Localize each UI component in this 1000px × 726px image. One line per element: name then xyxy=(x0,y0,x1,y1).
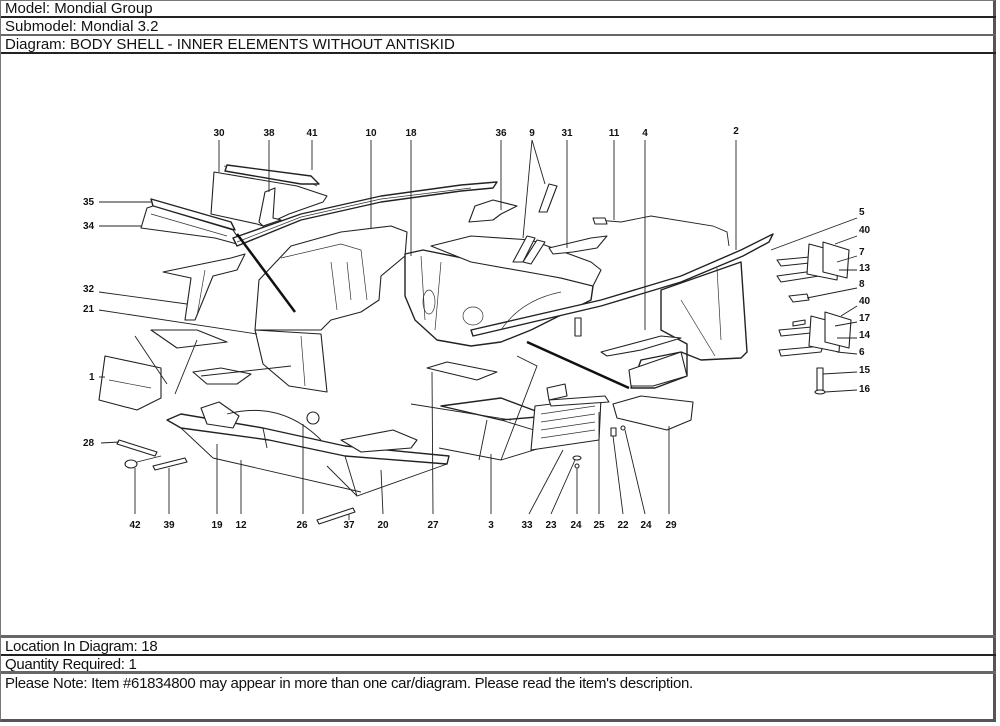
callout-30: 30 xyxy=(213,128,225,139)
part-10-roof-rail xyxy=(232,181,498,247)
part-18-inner-arch xyxy=(404,235,602,347)
callout-19: 19 xyxy=(211,520,223,531)
note-row: Please Note: Item #61834800 may appear i… xyxy=(1,675,996,721)
callout-9: 9 xyxy=(529,128,535,139)
diagram-title: Diagram: BODY SHELL - INNER ELEMENTS WIT… xyxy=(5,36,455,53)
callout-38: 38 xyxy=(263,128,275,139)
part-9-straps xyxy=(512,183,558,265)
callout-34: 34 xyxy=(83,221,95,232)
part-36-bracket xyxy=(468,199,518,223)
callout-37: 37 xyxy=(343,520,355,531)
callout-7: 7 xyxy=(859,247,865,258)
part-8-clip xyxy=(788,293,810,303)
callout-6: 6 xyxy=(859,347,865,358)
callout-8: 8 xyxy=(859,279,865,290)
callout-26: 26 xyxy=(296,520,308,531)
submodel-label: Submodel: Mondial 3.2 xyxy=(5,18,159,35)
diagram-title-row: Diagram: BODY SHELL - INNER ELEMENTS WIT… xyxy=(1,36,996,54)
part-28-42-39-37-bars xyxy=(116,439,356,525)
location-row: Location In Diagram: 18 xyxy=(1,638,996,656)
part-22-23-24-fasteners xyxy=(572,425,626,469)
quantity-row: Quantity Required: 1 xyxy=(1,656,996,674)
callout-24: 24 xyxy=(570,520,582,531)
callout-18: 18 xyxy=(405,128,417,139)
callout-10: 10 xyxy=(365,128,377,139)
exploded-body-shell-drawing: 30 38 41 10 18 36 9 31 11 4 2 35 34 5 40… xyxy=(83,126,871,531)
callout-32: 32 xyxy=(83,284,95,295)
callout-31: 31 xyxy=(561,128,573,139)
parts-diagram: 30 38 41 10 18 36 9 31 11 4 2 35 34 5 40… xyxy=(1,54,996,638)
callout-16: 16 xyxy=(859,384,871,395)
part-35-34-channel xyxy=(140,198,238,245)
callout-17: 17 xyxy=(859,313,871,324)
callout-28: 28 xyxy=(83,438,95,449)
part-38-bracket xyxy=(258,187,282,227)
callout-40-bottom: 40 xyxy=(859,296,871,307)
callout-15: 15 xyxy=(859,365,871,376)
callout-2: 2 xyxy=(733,126,739,137)
callout-1: 1 xyxy=(89,372,95,383)
callout-40-top: 40 xyxy=(859,225,871,236)
callout-20: 20 xyxy=(377,520,389,531)
part-11-rod xyxy=(592,215,730,247)
callout-24b: 24 xyxy=(640,520,652,531)
item-note: Please Note: Item #61834800 may appear i… xyxy=(5,675,693,692)
callout-35: 35 xyxy=(83,197,95,208)
callout-14: 14 xyxy=(859,330,871,341)
quantity-required: Quantity Required: 1 xyxy=(5,656,137,673)
callout-33: 33 xyxy=(521,520,533,531)
part-rear-wheelhouse-left xyxy=(254,225,408,393)
part-pillar-32 xyxy=(162,253,246,321)
part-7-13-bracket xyxy=(776,241,850,283)
pointer-line-left xyxy=(235,233,297,313)
part-29-cover xyxy=(612,395,694,431)
part-4-front-panel xyxy=(600,261,748,389)
leader-lines xyxy=(98,139,858,520)
part-2-sill xyxy=(470,233,774,337)
callout-42: 42 xyxy=(129,520,141,531)
callout-11: 11 xyxy=(609,128,620,139)
part-19-20-frame xyxy=(166,401,450,497)
callout-39: 39 xyxy=(163,520,175,531)
callout-27: 27 xyxy=(427,520,439,531)
callout-12: 12 xyxy=(235,520,247,531)
part-33-25-radiator xyxy=(530,383,610,451)
part-31-plate xyxy=(548,235,608,255)
callout-25: 25 xyxy=(593,520,605,531)
callout-29: 29 xyxy=(665,520,677,531)
submodel-row: Submodel: Mondial 3.2 xyxy=(1,18,996,36)
callout-36: 36 xyxy=(495,128,507,139)
callout-13: 13 xyxy=(859,263,871,274)
part-17-14-6-bracket xyxy=(778,311,852,357)
callout-5: 5 xyxy=(859,207,865,218)
part-15-16-pin xyxy=(814,367,826,395)
callout-22: 22 xyxy=(617,520,629,531)
callout-4: 4 xyxy=(642,128,648,139)
callout-3: 3 xyxy=(488,520,494,531)
pointer-line-right xyxy=(526,340,630,390)
callout-41: 41 xyxy=(306,128,318,139)
part-1-21-bracket xyxy=(98,329,292,411)
callout-21: 21 xyxy=(83,304,95,315)
model-label: Model: Mondial Group xyxy=(5,0,153,17)
callout-23: 23 xyxy=(545,520,557,531)
part-27-plate xyxy=(426,361,498,381)
part-26-grommet xyxy=(306,411,320,425)
callout-labels: 30 38 41 10 18 36 9 31 11 4 2 35 34 5 40… xyxy=(83,126,871,531)
model-row: Model: Mondial Group xyxy=(1,0,996,18)
location-in-diagram: Location In Diagram: 18 xyxy=(5,638,158,655)
